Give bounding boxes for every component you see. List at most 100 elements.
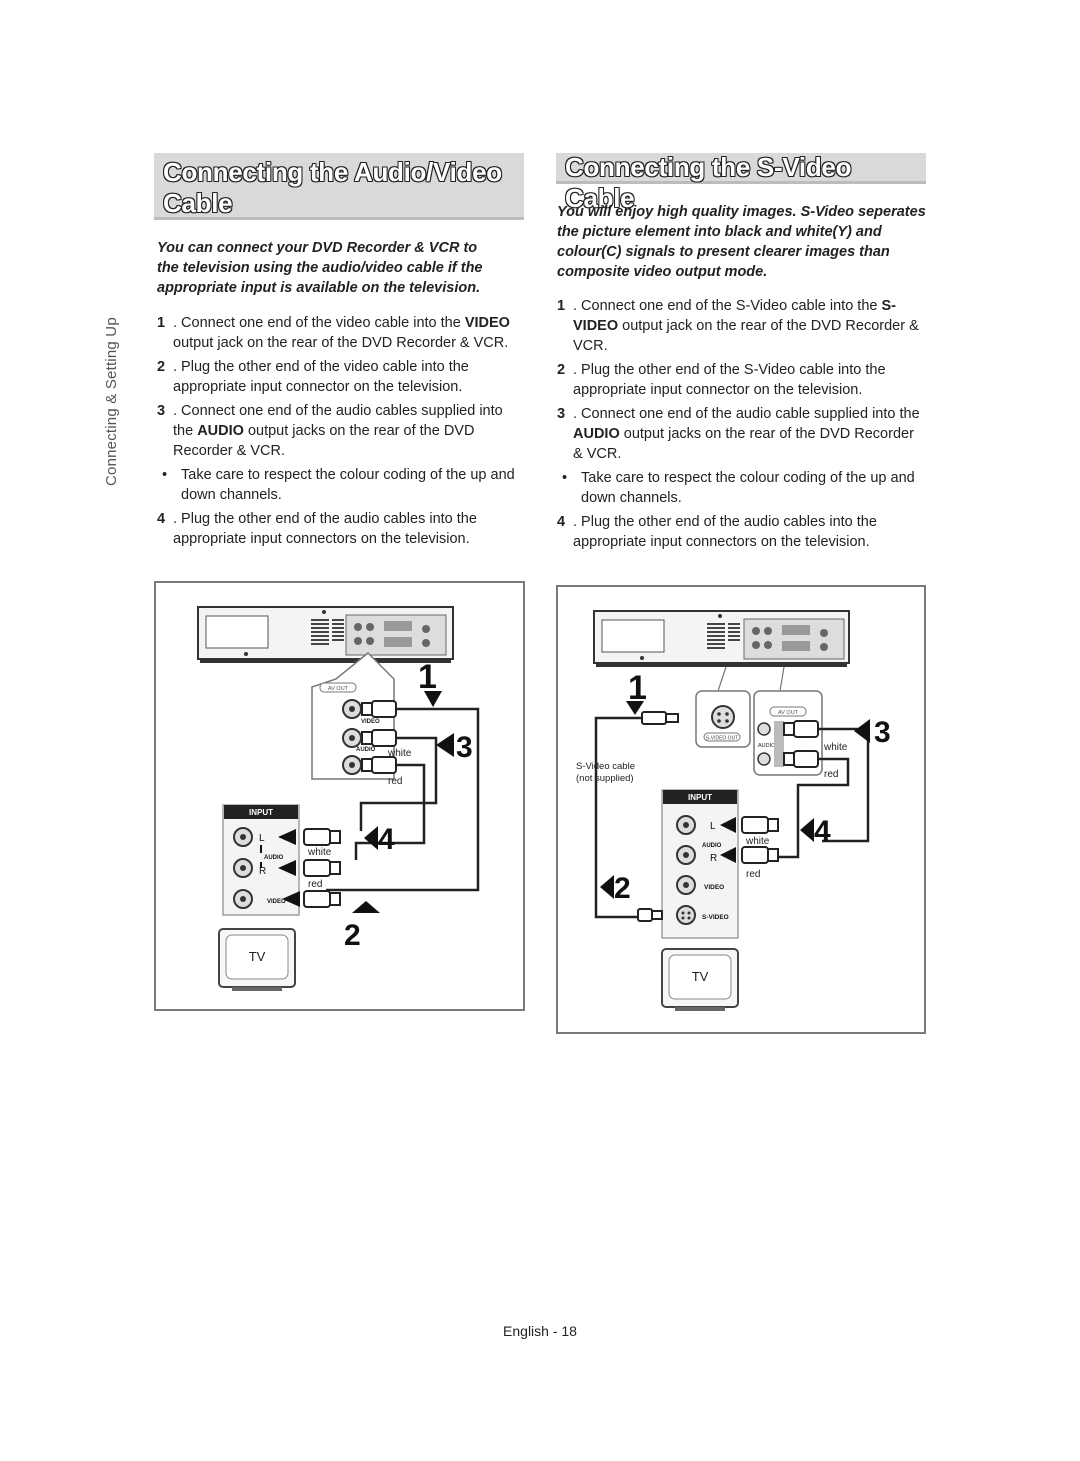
av-cable-diagram: AV OUT VIDEO AUDIO white red 1 3	[154, 581, 525, 1011]
tv-icon: TV	[661, 948, 739, 1011]
step-bold-term: AUDIO	[573, 426, 620, 442]
step-text: . Plug the other end of the audio cables…	[573, 514, 877, 550]
list-item: • Take care to respect the colour coding…	[557, 468, 927, 508]
step-text: Take care to respect the colour coding o…	[581, 470, 915, 506]
step-number: 1	[557, 298, 566, 314]
arrow-left-icon	[600, 875, 614, 899]
list-item: 2 . Plug the other end of the video cabl…	[157, 357, 522, 397]
step-text: output jack on the rear of the DVD Recor…	[173, 335, 509, 351]
step-number: 4	[557, 514, 566, 530]
list-item: 1 . Connect one end of the S-Video cable…	[557, 296, 927, 356]
red-label-top: red	[824, 769, 838, 780]
input-panel-title: INPUT	[249, 808, 273, 817]
cable-plugs-recorder	[361, 700, 397, 774]
arrow-up-icon	[352, 901, 380, 913]
recorder-rear-panel	[197, 606, 454, 663]
tv-video-label: VIDEO	[267, 899, 286, 905]
white-label-bottom: white	[307, 847, 332, 858]
step-bold-term: AUDIO	[197, 423, 244, 439]
step-text: output jacks on the rear of the DVD Reco…	[173, 423, 475, 459]
svideo-cable-note-2: (not supplied)	[576, 773, 634, 784]
tv-l-label: L	[710, 821, 716, 832]
step-text: output jacks on the rear of the DVD Reco…	[573, 426, 914, 462]
arrow-left-icon	[800, 818, 814, 842]
step-number: 4	[157, 511, 166, 527]
av-out-label: AV OUT	[778, 710, 799, 716]
step-number: 3	[557, 406, 566, 422]
left-section-heading-bar	[154, 153, 524, 220]
arrow-down-icon	[626, 701, 644, 715]
list-item: 4 . Plug the other end of the audio cabl…	[557, 512, 927, 552]
svideo-cable-diagram-svg: S-VIDEO OUT AV OUT AUDIO white red S-V	[576, 610, 891, 1011]
tv-r-label: R	[710, 853, 717, 864]
arrow-left-icon	[364, 826, 378, 850]
step-marker-3: 3	[874, 716, 891, 749]
audio-out-label: AUDIO	[758, 743, 776, 749]
step-marker-3: 3	[456, 731, 473, 764]
white-label-top: white	[823, 742, 848, 753]
white-label-top: white	[387, 748, 412, 759]
left-section-title-line1: Connecting the Audio/Video	[163, 157, 502, 187]
arrow-down-icon	[424, 691, 442, 707]
tv-audio-label: AUDIO	[264, 855, 284, 861]
tv-video-label: VIDEO	[704, 884, 724, 891]
step-bold-term: VIDEO	[464, 315, 510, 331]
side-tab-label: Connecting & Setting Up	[103, 317, 120, 486]
tv-icon: TV	[218, 928, 296, 991]
step-text: . Connect one end of the audio cable sup…	[573, 406, 920, 422]
step-marker-2: 2	[614, 872, 631, 905]
right-steps-list: 1 . Connect one end of the S-Video cable…	[557, 296, 927, 556]
tv-label: TV	[692, 969, 709, 984]
step-marker-1: 1	[418, 658, 437, 696]
step-marker-1: 1	[628, 669, 647, 707]
arrow-left-icon	[436, 733, 454, 757]
tv-input-panel: INPUT L AUDIO R VIDEO	[222, 804, 300, 916]
tv-r-label: R	[259, 866, 266, 877]
tv-l-label: L	[259, 833, 265, 844]
step-marker-2: 2	[344, 919, 361, 952]
svideo-cable-diagram: S-VIDEO OUT AV OUT AUDIO white red S-V	[556, 585, 926, 1034]
step-text: output jack on the rear of the DVD Recor…	[573, 318, 919, 354]
cable-plugs-tv	[637, 816, 779, 922]
svideo-out-jack	[711, 705, 735, 729]
step-bold-term: S-VIDEO	[573, 298, 896, 334]
tv-input-panel: INPUT L AUDIO R VIDEO S-VIDEO	[661, 789, 739, 939]
step-number: 1	[157, 315, 166, 331]
step-text: . Plug the other end of the S-Video cabl…	[573, 362, 886, 398]
red-label-top: red	[388, 776, 402, 787]
bullet-glyph: •	[562, 470, 568, 486]
left-section-title-line2: Cable	[163, 188, 233, 218]
red-label-bottom: red	[746, 869, 760, 880]
arrow-left-icon	[854, 719, 870, 743]
page-number: English - 18	[503, 1323, 577, 1339]
tv-audio-label: AUDIO	[702, 843, 722, 849]
svideo-out-label: S-VIDEO OUT	[706, 736, 739, 742]
bullet-glyph: •	[162, 467, 168, 483]
list-item: 2 . Plug the other end of the S-Video ca…	[557, 360, 927, 400]
right-section-heading-bar	[556, 153, 926, 184]
step-text: . Connect one end of the video cable int…	[173, 315, 465, 331]
step-marker-4: 4	[814, 815, 831, 848]
left-section-title: Connecting the Audio/Video Cable	[163, 157, 513, 219]
svideo-out-inset: S-VIDEO OUT	[695, 666, 751, 748]
av-out-label: AV OUT	[328, 686, 349, 692]
list-item: 4 . Plug the other end of the audio cabl…	[157, 509, 522, 549]
input-panel-title: INPUT	[688, 793, 712, 802]
list-item: • Take care to respect the colour coding…	[157, 465, 522, 505]
tv-label: TV	[249, 949, 266, 964]
left-steps-list: 1 . Connect one end of the video cable i…	[157, 313, 522, 553]
cable-lines	[594, 716, 870, 919]
audio-out-label: AUDIO	[356, 747, 376, 753]
list-item: 3 . Connect one end of the audio cable s…	[557, 404, 927, 464]
right-section-title: Connecting the S-Video Cable	[565, 152, 852, 213]
right-intro-text: You will enjoy high quality images. S-Vi…	[557, 204, 926, 280]
step-text: Take care to respect the colour coding o…	[181, 467, 515, 503]
svideo-cable-note-1: S-Video cable	[576, 761, 635, 772]
left-intro-text: You can connect your DVD Recorder & VCR …	[157, 240, 483, 296]
list-item: 1 . Connect one end of the video cable i…	[157, 313, 522, 353]
cable-lines	[326, 707, 480, 892]
step-text: . Plug the other end of the audio cables…	[173, 511, 477, 547]
tv-svideo-in-jack	[676, 905, 696, 925]
step-text: . Plug the other end of the video cable …	[173, 359, 469, 395]
white-label-bottom: white	[745, 836, 770, 847]
